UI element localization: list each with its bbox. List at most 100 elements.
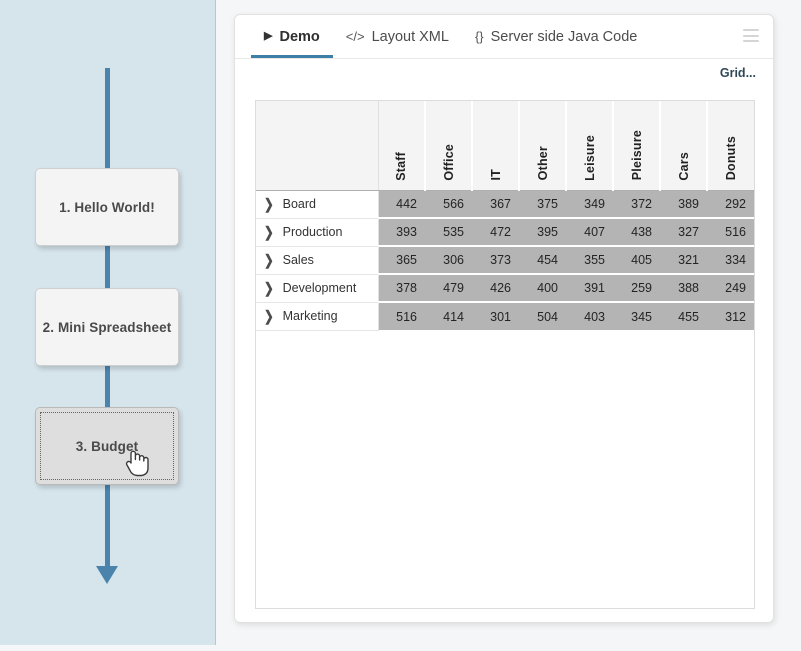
- flow-connector-2-3: [105, 366, 110, 407]
- row-header-board[interactable]: ❯ Board: [256, 190, 378, 218]
- table-row: ❯Development378479426400391259388249: [256, 274, 754, 302]
- cell-development-donuts[interactable]: 249: [707, 274, 754, 302]
- cell-production-pleisure[interactable]: 438: [613, 218, 660, 246]
- flow-node-label: 1. Hello World!: [59, 200, 155, 215]
- cell-production-donuts[interactable]: 516: [707, 218, 754, 246]
- cell-sales-pleisure[interactable]: 405: [613, 246, 660, 274]
- cell-development-it[interactable]: 426: [472, 274, 519, 302]
- cell-production-office[interactable]: 535: [425, 218, 472, 246]
- cell-production-cars[interactable]: 327: [660, 218, 707, 246]
- column-header-label: Office: [442, 144, 456, 181]
- hamburger-line: [743, 29, 759, 31]
- cell-production-staff[interactable]: 393: [378, 218, 425, 246]
- row-header-marketing[interactable]: ❯Marketing: [256, 302, 378, 330]
- cell-development-other[interactable]: 400: [519, 274, 566, 302]
- flow-node-hello-world[interactable]: 1. Hello World!: [35, 168, 179, 246]
- column-header-other[interactable]: Other: [519, 101, 566, 190]
- flow-node-budget[interactable]: 3. Budget: [35, 407, 179, 485]
- cell-marketing-pleisure[interactable]: 345: [613, 302, 660, 330]
- cell-board-office[interactable]: 566: [425, 190, 472, 218]
- cell-board-it[interactable]: 367: [472, 190, 519, 218]
- column-header-label: Pleisure: [630, 130, 644, 180]
- column-header-leisure[interactable]: Leisure: [566, 101, 613, 190]
- row-header-label: Board: [283, 197, 316, 211]
- cell-marketing-cars[interactable]: 455: [660, 302, 707, 330]
- cell-marketing-staff[interactable]: 516: [378, 302, 425, 330]
- flow-arrow-down-icon: [96, 566, 118, 584]
- hamburger-icon[interactable]: [743, 29, 759, 42]
- row-header-development[interactable]: ❯Development: [256, 274, 378, 302]
- budget-grid[interactable]: Staff OfficeIT Other Leisure Pleisure Cars Don…: [255, 100, 755, 609]
- cell-board-pleisure[interactable]: 372: [613, 190, 660, 218]
- cell-marketing-office[interactable]: 414: [425, 302, 472, 330]
- cell-sales-staff[interactable]: 365: [378, 246, 425, 274]
- cell-board-leisure[interactable]: 349: [566, 190, 613, 218]
- cell-marketing-donuts[interactable]: 312: [707, 302, 754, 330]
- cell-board-other[interactable]: 375: [519, 190, 566, 218]
- row-header-label: Production: [283, 225, 343, 239]
- expand-chevron-icon[interactable]: ❯: [264, 195, 274, 213]
- table-row: ❯ Production 393535472395407438327516: [256, 218, 754, 246]
- table-corner-cell: [256, 101, 378, 190]
- column-header-donuts[interactable]: Donuts: [707, 101, 754, 190]
- grid-link[interactable]: Grid...: [720, 66, 756, 80]
- cell-sales-cars[interactable]: 321: [660, 246, 707, 274]
- row-header-sales[interactable]: ❯ Sales: [256, 246, 378, 274]
- cell-development-staff[interactable]: 378: [378, 274, 425, 302]
- cell-sales-office[interactable]: 306: [425, 246, 472, 274]
- table-header-row: Staff OfficeIT Other Leisure Pleisure Cars Don…: [256, 101, 754, 190]
- column-header-label: IT: [489, 169, 503, 181]
- cell-sales-leisure[interactable]: 355: [566, 246, 613, 274]
- column-header-label: Other: [536, 146, 550, 180]
- column-header-office[interactable]: Office: [425, 101, 472, 190]
- cell-sales-donuts[interactable]: 334: [707, 246, 754, 274]
- cell-development-leisure[interactable]: 391: [566, 274, 613, 302]
- tab-label: Server side Java Code: [491, 29, 638, 45]
- column-header-pleisure[interactable]: Pleisure: [613, 101, 660, 190]
- row-header-production[interactable]: ❯ Production: [256, 218, 378, 246]
- flow-connector-3-end: [105, 485, 110, 568]
- code-tag-icon: </>: [346, 30, 365, 43]
- cell-sales-other[interactable]: 454: [519, 246, 566, 274]
- table-body: ❯ Board 442566367375349372389292 ❯ Productio…: [256, 190, 754, 330]
- column-header-it[interactable]: IT: [472, 101, 519, 190]
- table-header: Staff OfficeIT Other Leisure Pleisure Cars Don…: [256, 101, 754, 190]
- tab-server-side-java-code[interactable]: {} Server side Java Code: [462, 15, 650, 58]
- cell-development-cars[interactable]: 388: [660, 274, 707, 302]
- cell-board-staff[interactable]: 442: [378, 190, 425, 218]
- expand-chevron-icon[interactable]: ❯: [264, 251, 274, 269]
- cell-production-leisure[interactable]: 407: [566, 218, 613, 246]
- grid-link-row: Grid...: [235, 59, 773, 91]
- cell-marketing-other[interactable]: 504: [519, 302, 566, 330]
- flowchart-sidebar: 1. Hello World! 2. Mini Spreadsheet 3. B…: [0, 0, 216, 645]
- cell-marketing-leisure[interactable]: 403: [566, 302, 613, 330]
- cell-development-pleisure[interactable]: 259: [613, 274, 660, 302]
- table-row: ❯ Board 442566367375349372389292: [256, 190, 754, 218]
- tab-layout-xml[interactable]: </> Layout XML: [333, 15, 462, 58]
- cell-development-office[interactable]: 479: [425, 274, 472, 302]
- expand-chevron-icon[interactable]: ❯: [264, 223, 274, 241]
- table-row: ❯Marketing516414301504403345455312: [256, 302, 754, 330]
- cell-board-donuts[interactable]: 292: [707, 190, 754, 218]
- cell-board-cars[interactable]: 389: [660, 190, 707, 218]
- cell-production-it[interactable]: 472: [472, 218, 519, 246]
- hamburger-line: [743, 40, 759, 42]
- expand-chevron-icon[interactable]: ❯: [264, 279, 274, 297]
- play-triangle-icon: ▶: [264, 31, 272, 42]
- expand-chevron-icon[interactable]: ❯: [264, 307, 274, 325]
- column-header-label: Staff: [394, 152, 408, 181]
- tab-bar: ▶ Demo </> Layout XML {} Server side Jav…: [235, 15, 773, 59]
- column-header-cars[interactable]: Cars: [660, 101, 707, 190]
- cell-marketing-it[interactable]: 301: [472, 302, 519, 330]
- hamburger-line: [743, 35, 759, 37]
- column-header-staff[interactable]: Staff: [378, 101, 425, 190]
- column-header-label: Donuts: [724, 136, 738, 180]
- row-header-label: Sales: [283, 253, 314, 267]
- cell-sales-it[interactable]: 373: [472, 246, 519, 274]
- table-row: ❯ Sales 365306373454355405321334: [256, 246, 754, 274]
- tab-demo[interactable]: ▶ Demo: [251, 15, 333, 58]
- flow-node-mini-spreadsheet[interactable]: 2. Mini Spreadsheet: [35, 288, 179, 366]
- tab-label: Demo: [279, 29, 319, 45]
- focus-ring: [40, 412, 174, 480]
- cell-production-other[interactable]: 395: [519, 218, 566, 246]
